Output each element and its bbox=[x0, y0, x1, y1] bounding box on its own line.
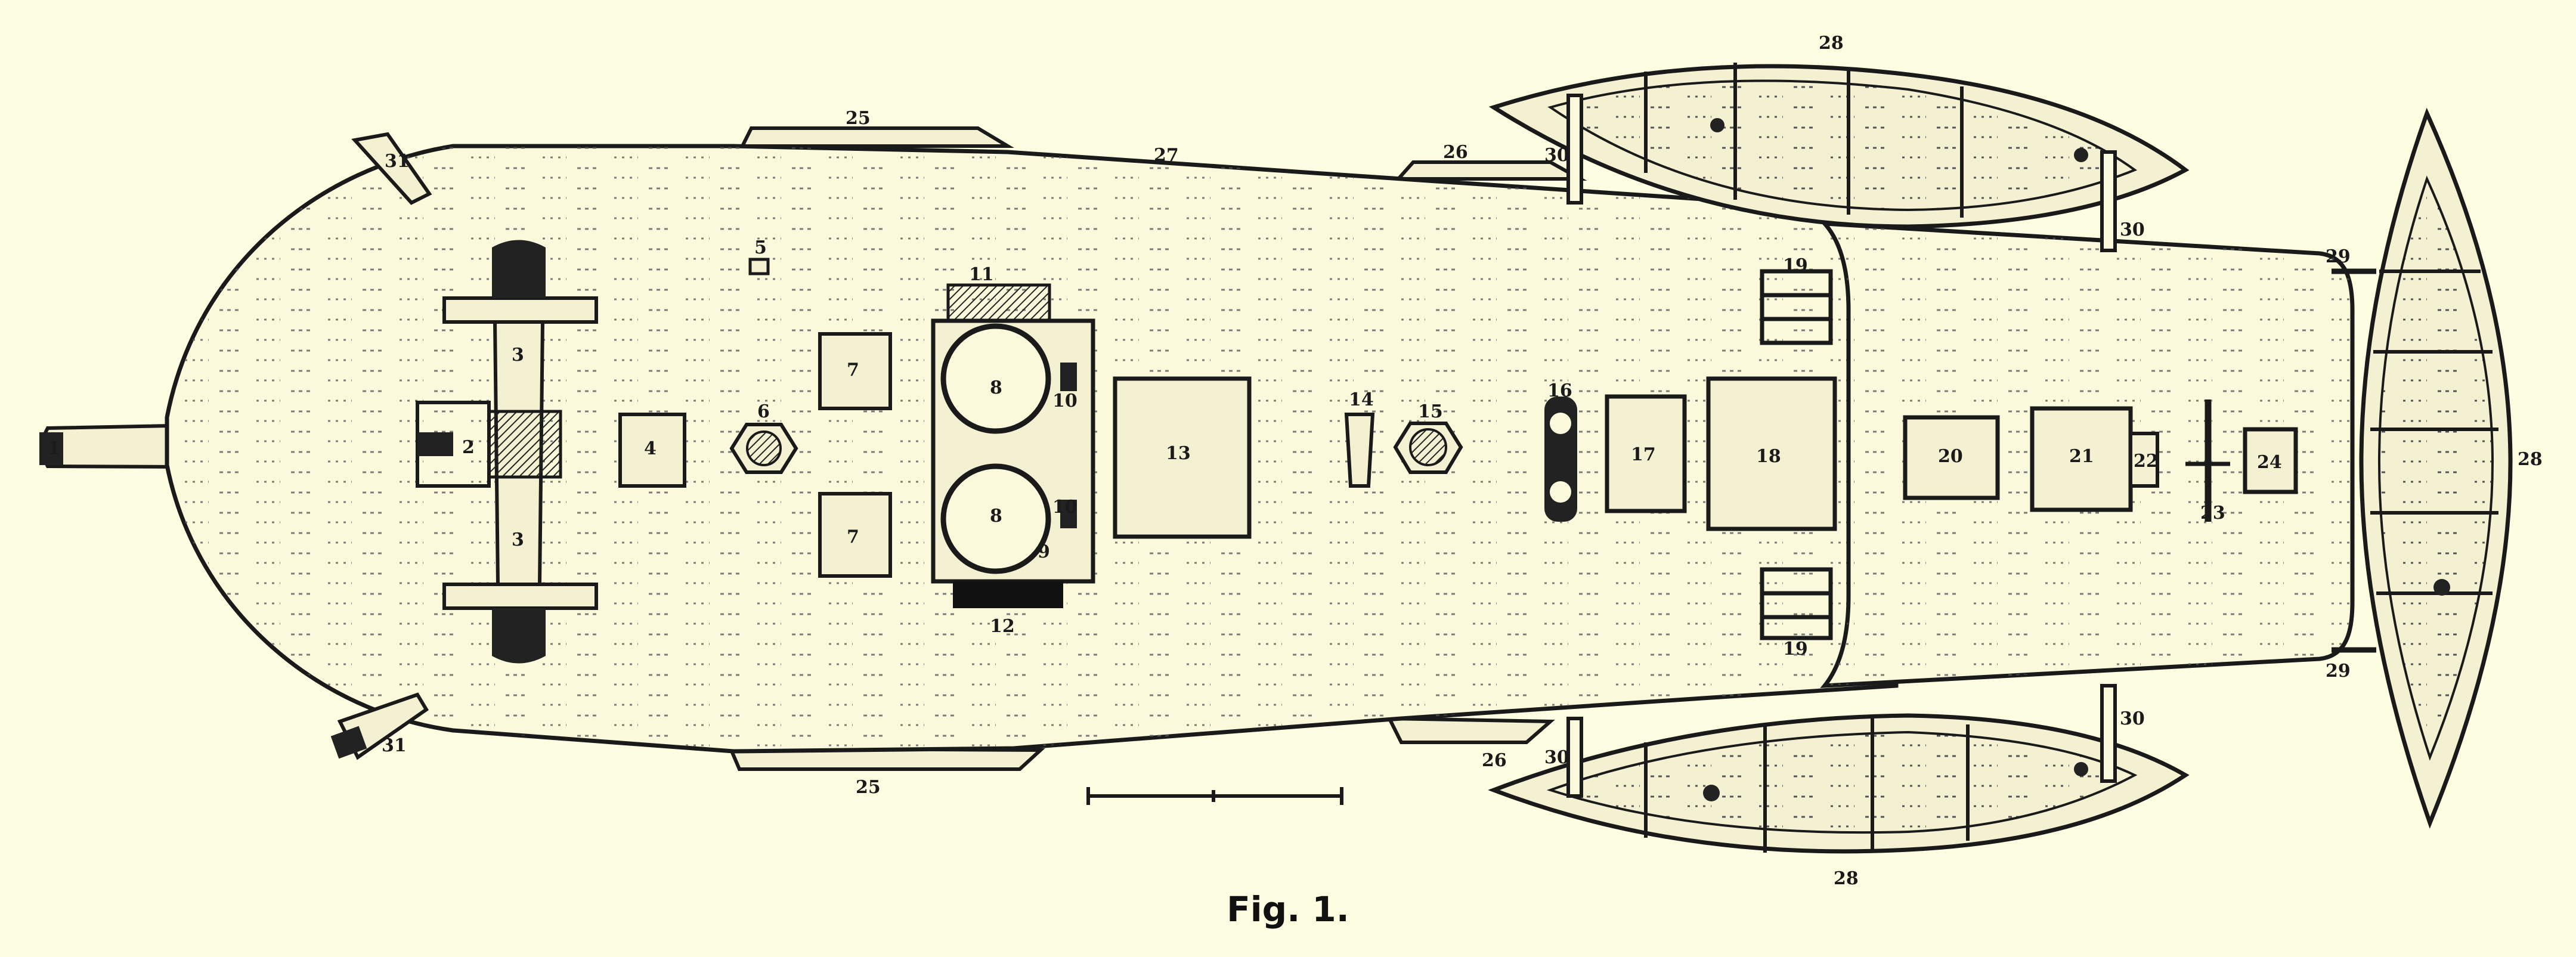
label-8-bottom: 8 bbox=[990, 506, 1002, 526]
fitting-12 bbox=[953, 581, 1063, 608]
label-23: 23 bbox=[2200, 503, 2225, 524]
label-25-top: 25 bbox=[846, 108, 871, 129]
boat-28-stern bbox=[2359, 107, 2513, 829]
label-31-bottom: 31 bbox=[382, 735, 407, 756]
fitting-14 bbox=[1344, 413, 1375, 488]
fitting-11 bbox=[946, 283, 1051, 323]
label-15: 15 bbox=[1418, 401, 1443, 422]
ladder-19-bottom bbox=[1760, 567, 1833, 640]
label-30-top-right: 30 bbox=[2120, 219, 2145, 240]
label-21: 21 bbox=[2069, 446, 2094, 467]
boat-28-bottom bbox=[1488, 713, 2190, 854]
label-28-top: 28 bbox=[1819, 33, 1844, 54]
label-8-top: 8 bbox=[990, 377, 1002, 398]
label-9: 9 bbox=[1038, 541, 1050, 562]
boat-28-top bbox=[1488, 63, 2190, 229]
cathead-31-top bbox=[351, 132, 432, 205]
channel-25-top bbox=[739, 126, 1014, 148]
label-11: 11 bbox=[969, 264, 994, 285]
label-7-bottom: 7 bbox=[847, 526, 859, 547]
label-28-bottom: 28 bbox=[1834, 868, 1859, 889]
bowsprit-cap bbox=[39, 432, 63, 465]
fitting-22 bbox=[2129, 432, 2159, 488]
hatch-7-top bbox=[818, 332, 892, 410]
label-3-bottom: 3 bbox=[512, 529, 524, 550]
label-25-bottom: 25 bbox=[856, 777, 881, 798]
label-26-top: 26 bbox=[1443, 142, 1468, 163]
label-3-top: 3 bbox=[512, 345, 524, 366]
label-20: 20 bbox=[1938, 446, 1963, 467]
label-30-bottom-left: 30 bbox=[1544, 747, 1569, 768]
hatch-17 bbox=[1605, 394, 1687, 513]
label-30-top-left: 30 bbox=[1544, 145, 1569, 166]
hatch-18 bbox=[1706, 376, 1837, 531]
label-26-bottom: 26 bbox=[1482, 750, 1507, 771]
label-14: 14 bbox=[1349, 389, 1374, 410]
label-7-top: 7 bbox=[847, 360, 859, 380]
label-18: 18 bbox=[1756, 446, 1781, 467]
scale-bar bbox=[1086, 787, 1343, 805]
label-10-bottom: 10 bbox=[1052, 497, 1078, 518]
ladder-19-top bbox=[1760, 269, 1833, 345]
label-10-top: 10 bbox=[1052, 391, 1078, 411]
fitting-8-bottom bbox=[940, 463, 1051, 574]
figure-caption: Fig. 1. bbox=[1227, 889, 1349, 930]
hatch-21 bbox=[2030, 406, 2133, 512]
hatch-24 bbox=[2243, 427, 2298, 494]
channel-26-bottom bbox=[1386, 716, 1555, 744]
label-19-bottom: 19 bbox=[1783, 639, 1808, 659]
label-22: 22 bbox=[2134, 451, 2159, 472]
hatch-13 bbox=[1113, 376, 1252, 539]
fitting-23 bbox=[2185, 399, 2230, 522]
label-19-top: 19 bbox=[1783, 255, 1808, 276]
label-31-top: 31 bbox=[385, 151, 410, 172]
fitting-4 bbox=[618, 413, 686, 488]
label-12: 12 bbox=[990, 616, 1015, 637]
hatch-7-bottom bbox=[818, 492, 892, 578]
fitting-10-top bbox=[1060, 363, 1077, 391]
label-13: 13 bbox=[1166, 443, 1191, 464]
label-27: 27 bbox=[1154, 145, 1179, 166]
deck-house bbox=[931, 283, 1095, 608]
label-24: 24 bbox=[2257, 452, 2282, 473]
label-29-bottom: 29 bbox=[2326, 661, 2351, 682]
label-5: 5 bbox=[754, 237, 767, 258]
fitting-16 bbox=[1544, 397, 1577, 522]
label-4: 4 bbox=[644, 438, 657, 459]
label-6: 6 bbox=[757, 401, 770, 422]
channel-26-top bbox=[1394, 160, 1587, 181]
label-28-stern: 28 bbox=[2518, 449, 2543, 470]
fitting-8-top bbox=[940, 323, 1051, 434]
hatch-20 bbox=[1903, 415, 2000, 500]
fitting-10-bottom bbox=[1060, 500, 1077, 528]
number-labels: 31 31 2 3 3 4 5 6 7 7 8 8 9 10 10 11 12 … bbox=[48, 33, 2543, 889]
label-29-top: 29 bbox=[2326, 246, 2351, 267]
label-17: 17 bbox=[1631, 444, 1656, 465]
fitting-5 bbox=[748, 258, 770, 275]
label-30-bottom-right: 30 bbox=[2120, 708, 2145, 729]
davits bbox=[1566, 94, 2376, 798]
label-16: 16 bbox=[1547, 380, 1572, 401]
windlass bbox=[416, 240, 598, 664]
label-2: 2 bbox=[462, 437, 475, 458]
cathead-block bbox=[330, 726, 367, 759]
label-1: 1 bbox=[48, 438, 60, 459]
